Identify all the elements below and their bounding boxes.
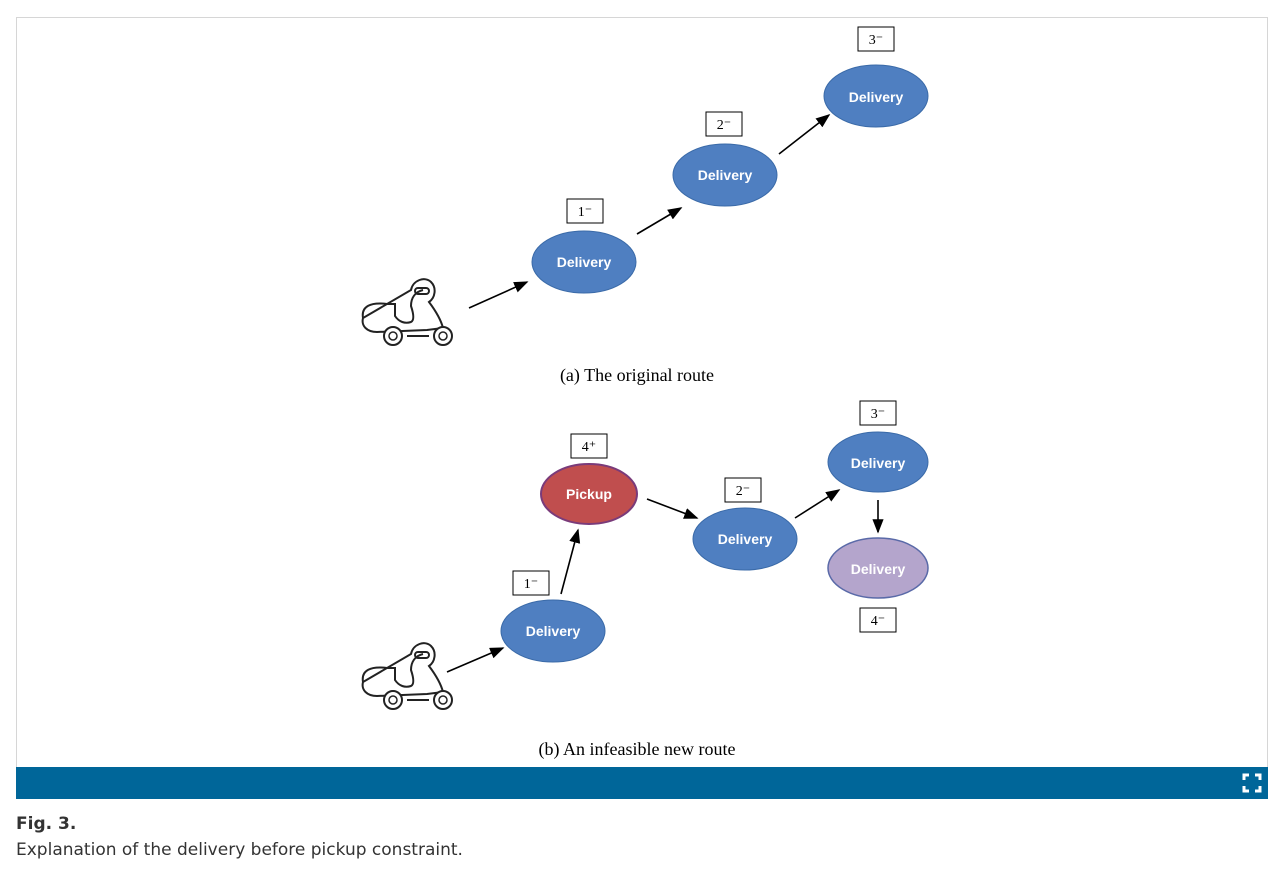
route-diagram: Delivery 1⁻ Delivery 2⁻ Delivery 3⁻ (a) … (361, 26, 929, 760)
node-label: Delivery (851, 561, 906, 577)
arrow (468, 281, 529, 309)
node-label: Delivery (526, 623, 581, 639)
node-label: Pickup (566, 486, 612, 502)
figure-toolbar (16, 767, 1268, 799)
node-tag: 3⁻ (871, 407, 885, 422)
node-label: Delivery (698, 167, 753, 183)
figure-frame: Delivery 1⁻ Delivery 2⁻ Delivery 3⁻ (a) … (16, 17, 1268, 767)
scooter-icon (361, 642, 453, 710)
route-a-node-3: Delivery 3⁻ (823, 26, 929, 128)
node-tag: 1⁻ (578, 205, 592, 220)
subfigure-a-caption: (a) The original route (560, 365, 714, 386)
node-tag: 3⁻ (869, 33, 883, 48)
arrow (646, 498, 699, 519)
node-label: Delivery (851, 455, 906, 471)
route-a-node-2: Delivery 2⁻ (672, 111, 778, 207)
arrow (794, 489, 841, 519)
figure-label: Fig. 3. (16, 814, 77, 834)
route-a-node-1: Delivery 1⁻ (531, 198, 637, 294)
subfigure-b-caption: (b) An infeasible new route (539, 739, 736, 760)
route-b-node-3: Delivery 2⁻ (692, 477, 798, 571)
arrow (560, 528, 581, 595)
arrow (636, 207, 683, 235)
node-label: Delivery (849, 89, 904, 105)
route-b-node-2: Pickup 4⁺ (540, 433, 638, 525)
node-label: Delivery (557, 254, 612, 270)
node-tag: 2⁻ (717, 118, 731, 133)
figure-caption: Explanation of the delivery before picku… (16, 840, 463, 860)
node-tag: 2⁻ (736, 484, 750, 499)
node-tag: 4⁺ (582, 440, 596, 455)
arrow (446, 647, 505, 673)
route-b-node-4: Delivery 3⁻ (827, 400, 929, 493)
scooter-icon (361, 278, 453, 346)
expand-icon[interactable] (1242, 773, 1262, 793)
route-b-node-5: Delivery 4⁻ (827, 537, 929, 633)
node-label: Delivery (718, 531, 773, 547)
route-b-node-1: Delivery 1⁻ (500, 570, 606, 663)
node-tag: 4⁻ (871, 614, 885, 629)
node-tag: 1⁻ (524, 577, 538, 592)
arrow (778, 114, 831, 155)
